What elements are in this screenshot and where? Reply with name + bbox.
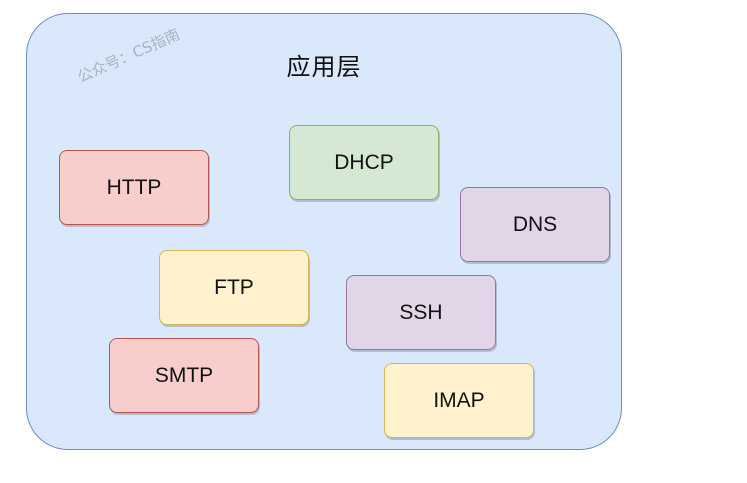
protocol-box-smtp: SMTP	[109, 338, 259, 413]
protocol-box-dhcp: DHCP	[289, 125, 439, 200]
protocol-box-dns: DNS	[460, 187, 610, 262]
protocol-box-ftp: FTP	[159, 250, 309, 325]
layer-title: 应用层	[286, 53, 362, 81]
protocol-box-imap: IMAP	[384, 363, 534, 438]
protocol-box-ssh: SSH	[346, 275, 496, 350]
protocol-box-http: HTTP	[59, 150, 209, 225]
